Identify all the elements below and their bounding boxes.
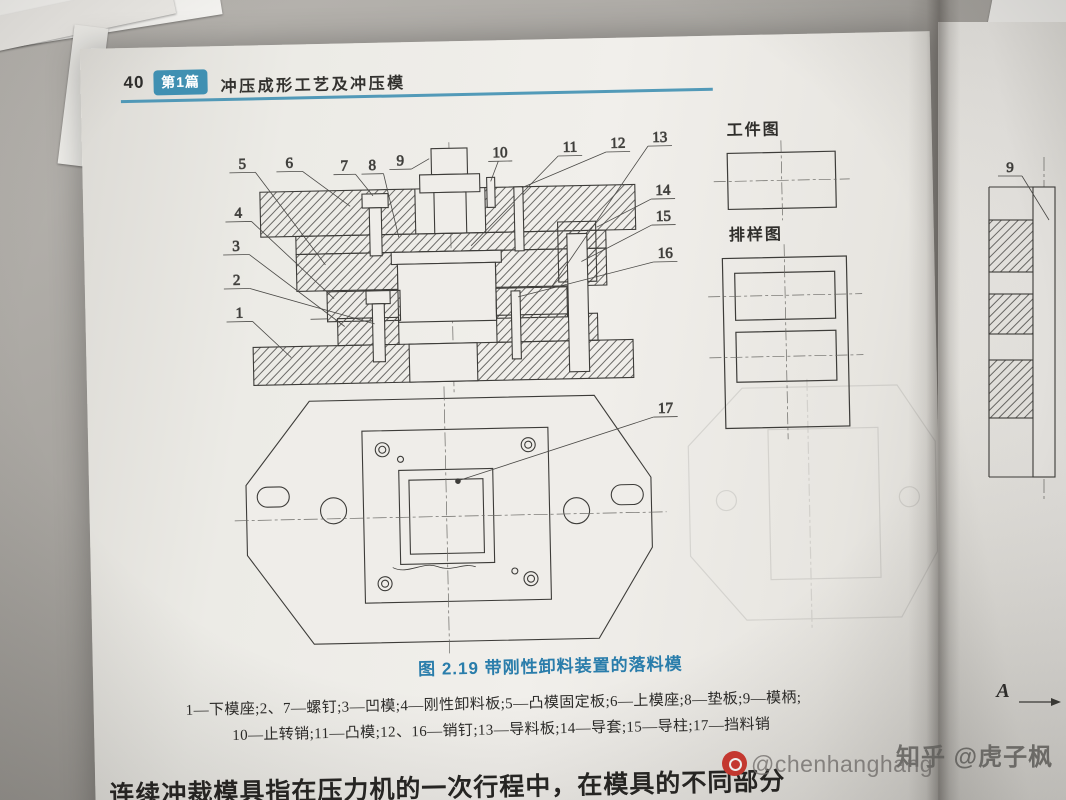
stop-rotation-pin — [486, 176, 496, 209]
show-through-ghost — [687, 378, 939, 631]
slot-right — [610, 483, 644, 506]
upper-base-plate — [259, 188, 417, 238]
screw-hole — [520, 437, 536, 453]
stripper-plate-outline — [361, 426, 553, 604]
slot-left — [256, 486, 290, 508]
cross-section-view — [252, 142, 637, 393]
section-label-A: A — [994, 680, 1061, 706]
callout-13: 13 — [652, 130, 667, 146]
pin-hole — [396, 455, 405, 463]
lower-base-outline — [245, 394, 653, 645]
page-number: 40 — [123, 72, 145, 93]
screw-7 — [361, 193, 389, 209]
callout-7: 7 — [340, 158, 348, 174]
callout-5: 5 — [238, 157, 246, 173]
watermark-zhihu: 知乎 @虎子枫 — [896, 744, 1054, 771]
callout-9: 9 — [396, 153, 404, 169]
die-plate — [336, 316, 400, 347]
part-badge: 第1篇 — [153, 69, 208, 96]
workpiece-and-layout-figures — [708, 140, 864, 440]
centerline-horizontal — [234, 511, 667, 522]
svg-text:A: A — [994, 680, 1009, 702]
callout-16: 16 — [658, 246, 674, 262]
chapter-title: 冲压成形工艺及冲压模 — [220, 75, 406, 97]
plan-view — [234, 386, 667, 655]
textbook-page: 40 第1篇 冲压成形工艺及冲压模 工件图 排样图 — [79, 31, 947, 800]
section-callouts: 1 2 3 4 5 6 7 8 9 10 11 — [223, 129, 678, 358]
die-assembly-drawing: 1 2 3 4 5 6 7 8 9 10 11 — [223, 129, 678, 655]
break-line — [392, 564, 476, 571]
centerline-vertical — [443, 386, 450, 655]
callout-3: 3 — [232, 239, 240, 255]
hole-right — [563, 497, 591, 525]
callout-17: 17 — [658, 401, 674, 417]
facing-callout-9: 9 — [1006, 160, 1014, 176]
pin-hole — [511, 567, 519, 575]
screw-hole — [374, 442, 390, 458]
facing-page-partial: 9 A — [938, 22, 1066, 800]
screw-hole — [377, 576, 393, 592]
callout-2: 2 — [233, 273, 241, 289]
facing-page-drawing: 9 A — [988, 157, 1061, 706]
callout-8: 8 — [368, 158, 376, 174]
callout-1: 1 — [235, 306, 243, 322]
callout-14: 14 — [655, 183, 671, 199]
screw-2 — [365, 289, 391, 305]
dowel-pin-12 — [513, 186, 525, 252]
watermark-handle: @chenhanghang — [722, 751, 933, 778]
watermark-camera-icon — [722, 751, 747, 776]
callout-11: 11 — [563, 140, 578, 156]
parts-list-line2: 10—止转销;11—凸模;12、16—销钉;13—导料板;14—导套;15—导柱… — [232, 716, 771, 744]
callout-12: 12 — [610, 136, 625, 152]
hole-left — [319, 497, 348, 525]
die-shank — [430, 147, 469, 176]
screw-hole — [523, 571, 539, 587]
stop-pin — [455, 478, 461, 484]
dowel-pin-16 — [510, 290, 522, 360]
callout-15: 15 — [656, 209, 671, 225]
plan-callout: 17 — [455, 400, 678, 484]
watermark-handle-text: @chenhanghang — [751, 751, 934, 777]
callout-4: 4 — [234, 206, 242, 222]
callout-10: 10 — [492, 145, 507, 161]
guide-pillar — [566, 232, 591, 373]
callout-6: 6 — [285, 156, 293, 172]
